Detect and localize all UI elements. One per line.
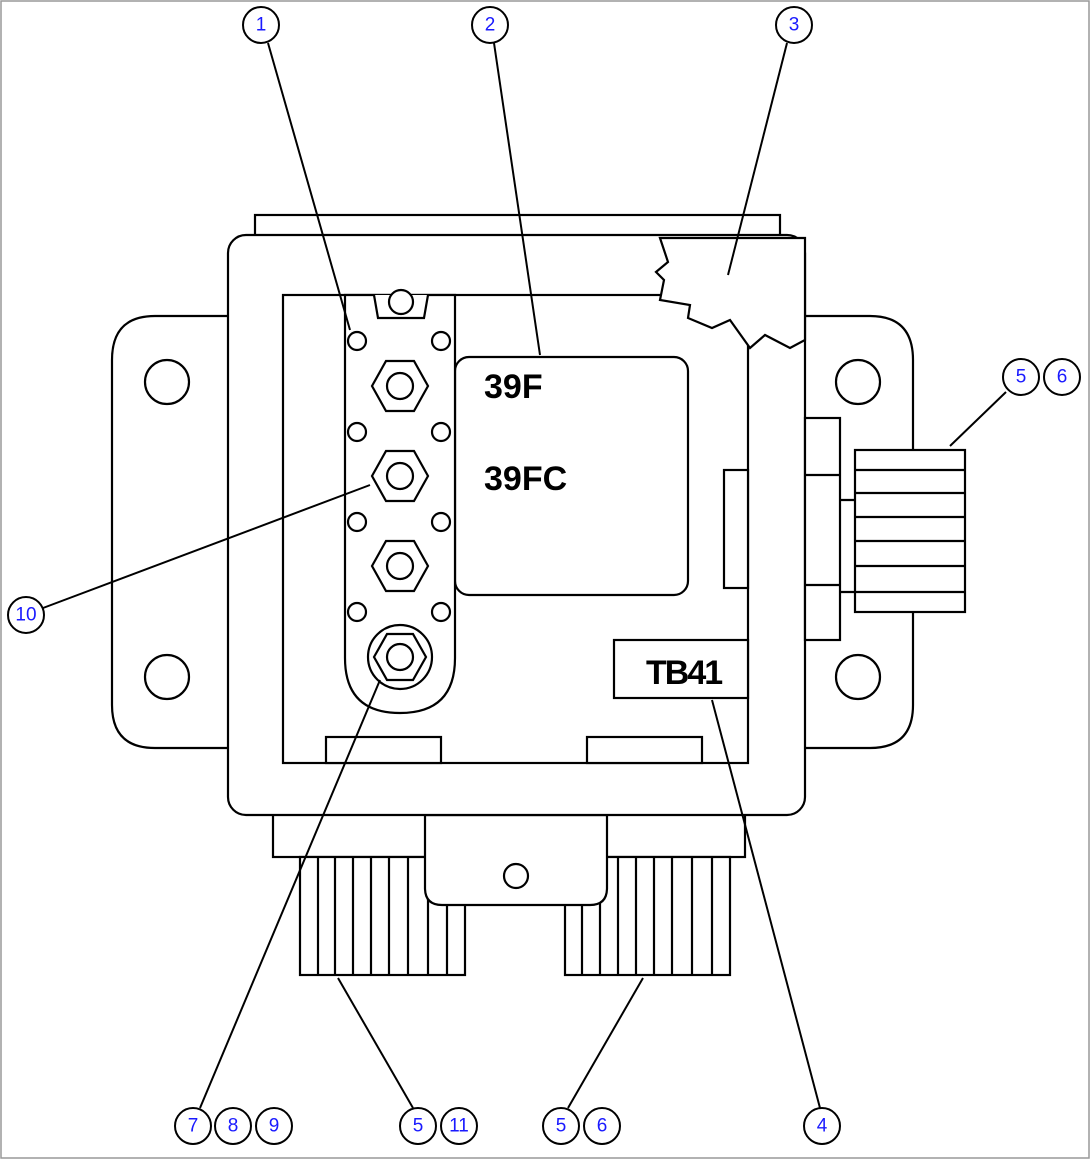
callout-1: 1 xyxy=(242,6,280,44)
callout-6-bottom: 6 xyxy=(583,1107,621,1145)
callout-2: 2 xyxy=(471,6,509,44)
callout-7: 7 xyxy=(174,1107,212,1145)
callout-5-right: 5 xyxy=(1002,358,1040,396)
callout-5-bottom-right: 5 xyxy=(542,1107,580,1145)
svg-text:11: 11 xyxy=(449,1116,469,1137)
left-mounting-flange xyxy=(110,314,232,750)
svg-text:5: 5 xyxy=(556,1116,567,1137)
center-bracket xyxy=(423,813,609,907)
mount-hole xyxy=(834,653,882,701)
svg-text:6: 6 xyxy=(1057,367,1068,388)
leader-lines xyxy=(42,42,1007,1109)
terminal-strip xyxy=(343,293,457,715)
svg-text:3: 3 xyxy=(789,15,800,36)
wire-label-39f: 39F xyxy=(484,368,543,406)
callout-10: 10 xyxy=(7,596,45,634)
wire-label-39fc: 39FC xyxy=(484,460,567,498)
tb-label-plate xyxy=(612,638,750,700)
svg-text:2: 2 xyxy=(485,15,496,36)
cover-cutaway xyxy=(654,236,807,350)
svg-text:5: 5 xyxy=(413,1116,424,1137)
svg-text:6: 6 xyxy=(597,1116,608,1137)
terminal-nuts xyxy=(366,288,434,691)
terminal-strip-holes xyxy=(346,330,452,623)
inner-tab xyxy=(324,735,443,765)
callout-6-right: 6 xyxy=(1043,358,1081,396)
svg-text:4: 4 xyxy=(817,1116,828,1137)
right-connector-base xyxy=(803,416,842,642)
callout-3: 3 xyxy=(775,6,813,44)
right-connector xyxy=(840,448,967,614)
callout-4: 4 xyxy=(803,1107,841,1145)
callout-9: 9 xyxy=(255,1107,293,1145)
svg-text:5: 5 xyxy=(1016,367,1027,388)
mount-hole xyxy=(143,653,191,701)
svg-text:9: 9 xyxy=(269,1116,280,1137)
callout-8: 8 xyxy=(214,1107,252,1145)
terminal-block-label: TB41 xyxy=(646,654,722,692)
inner-tab xyxy=(585,735,704,765)
svg-text:8: 8 xyxy=(228,1116,239,1137)
svg-text:1: 1 xyxy=(256,15,267,36)
callout-5-bottom-left: 5 xyxy=(399,1107,437,1145)
mount-hole xyxy=(143,358,191,406)
cover-lip xyxy=(253,213,782,239)
callout-11: 11 xyxy=(440,1107,478,1145)
bracket-hole xyxy=(502,862,530,890)
inner-side-tab xyxy=(722,468,750,590)
svg-text:10: 10 xyxy=(15,605,36,626)
mount-hole xyxy=(834,358,882,406)
svg-text:7: 7 xyxy=(188,1116,199,1137)
